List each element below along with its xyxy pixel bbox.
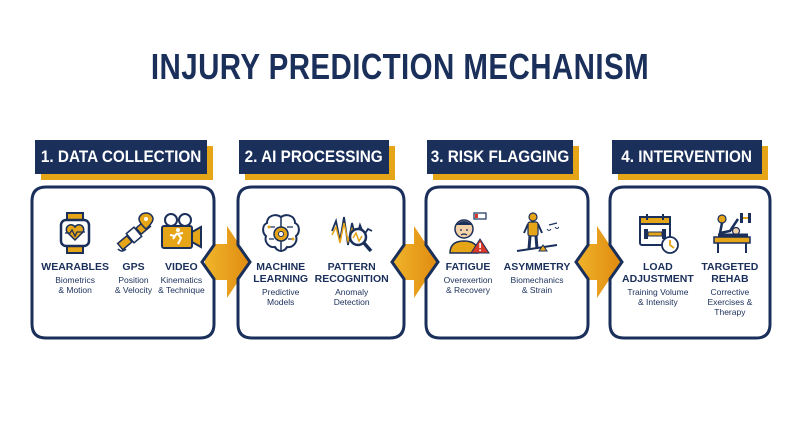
item-label: FATIGUE: [445, 261, 491, 273]
item-label-2: LEARNING: [253, 273, 309, 285]
item-sub-1: Predictive: [262, 287, 300, 297]
page-title: INJURY PREDICTION MECHANISM: [150, 46, 650, 87]
brain-circuit-gear-icon: [261, 214, 300, 253]
stage-title: 4. INTERVENTION: [621, 147, 753, 166]
item-sub-1: Biomechanics: [510, 275, 564, 285]
item-sub-2: Exercises & Therapy: [707, 297, 753, 317]
item-label-2: ADJUSTMENT: [622, 273, 694, 285]
item-sub-1: Corrective: [710, 287, 750, 297]
satellite-location-icon: [116, 212, 154, 252]
item-label: WEARABLES: [41, 261, 109, 273]
item-gps: GPS Position & Velocity: [112, 211, 156, 295]
item-label: VIDEO: [165, 261, 198, 273]
video-camera-runner-icon: [161, 213, 203, 249]
item-sub-1: Anomaly: [335, 287, 369, 297]
item-load-adjustment: LOAD ADJUSTMENT Training Volume & Intens…: [622, 211, 694, 317]
item-wearables: WEARABLES Biometrics & Motion: [41, 211, 109, 295]
item-label-1: TARGETED: [701, 261, 759, 273]
panel-ai-processing: MACHINE LEARNING Predictive Models PATTE…: [236, 185, 406, 340]
item-pattern-recognition: PATTERN RECOGNITION Anomaly Detection: [315, 211, 389, 307]
waveform-magnifier-icon: [330, 216, 373, 253]
item-sub-1: Kinematics: [160, 275, 203, 285]
item-sub-2: & Strain: [521, 285, 553, 295]
item-label-2: REHAB: [711, 273, 749, 285]
item-sub-1: Overexertion: [443, 275, 493, 285]
item-sub-1: Biometrics: [55, 275, 95, 285]
item-label-2: RECOGNITION: [314, 273, 389, 285]
item-video: VIDEO Kinematics & Technique: [158, 211, 205, 295]
item-sub-2: & Velocity: [114, 285, 153, 295]
panel-data-collection: WEARABLES Biometrics & Motion GPS Positi…: [30, 185, 216, 340]
figure-scale-imbalance-icon: [516, 212, 559, 252]
item-label-1: LOAD: [643, 261, 673, 273]
item-sub-2: Detection: [333, 297, 370, 307]
item-sub-2: Models: [266, 297, 295, 307]
tired-athlete-warning-icon: [449, 212, 490, 254]
smartwatch-heart-icon: [59, 212, 91, 254]
item-sub-1: Position: [118, 275, 149, 285]
rehab-therapy-icon: [713, 213, 751, 253]
item-sub-2: & Intensity: [638, 297, 678, 307]
item-label-1: PATTERN: [327, 261, 376, 273]
calendar-dumbbell-icon: [638, 214, 679, 254]
item-label-1: MACHINE: [256, 261, 306, 273]
stage-title: 2. AI PROCESSING: [244, 147, 384, 166]
item-targeted-rehab: TARGETED REHAB Corrective Exercises & Th…: [694, 211, 766, 317]
flow-arrow-1: [205, 226, 251, 298]
item-label: GPS: [122, 261, 145, 273]
item-sub-1: Training Volume: [627, 287, 689, 297]
panel-intervention: LOAD ADJUSTMENT Training Volume & Intens…: [608, 185, 772, 340]
item-asymmetry: ASYMMETRY Biomechanics & Strain: [503, 211, 571, 295]
stage-title: 1. DATA COLLECTION: [40, 147, 202, 166]
item-sub-2: & Technique: [158, 285, 205, 295]
stage-title: 3. RISK FLAGGING: [430, 147, 570, 166]
item-sub-2: & Motion: [58, 285, 92, 295]
item-sub-2: & Recovery: [446, 285, 490, 295]
item-fatigue: FATIGUE Overexertion & Recovery: [443, 211, 493, 295]
item-machine-learning: MACHINE LEARNING Predictive Models: [253, 211, 308, 307]
item-label: ASYMMETRY: [503, 261, 571, 273]
panel-risk-flagging: FATIGUE Overexertion & Recovery ASYMMETR…: [424, 185, 590, 340]
